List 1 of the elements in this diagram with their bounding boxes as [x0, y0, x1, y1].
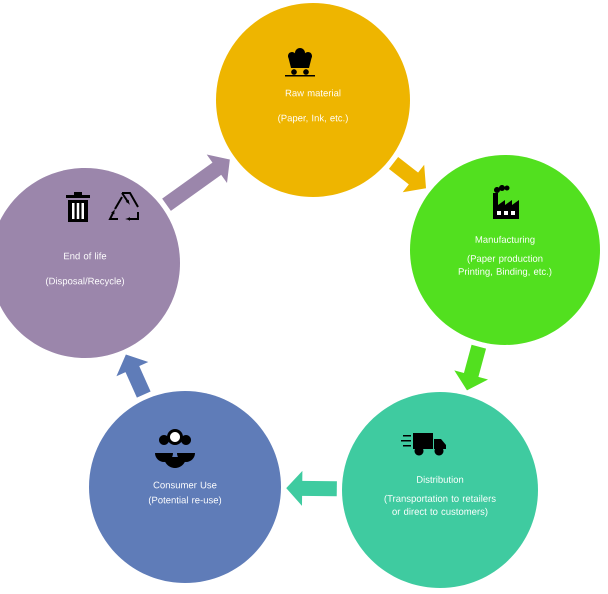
block-arrow — [162, 154, 230, 211]
